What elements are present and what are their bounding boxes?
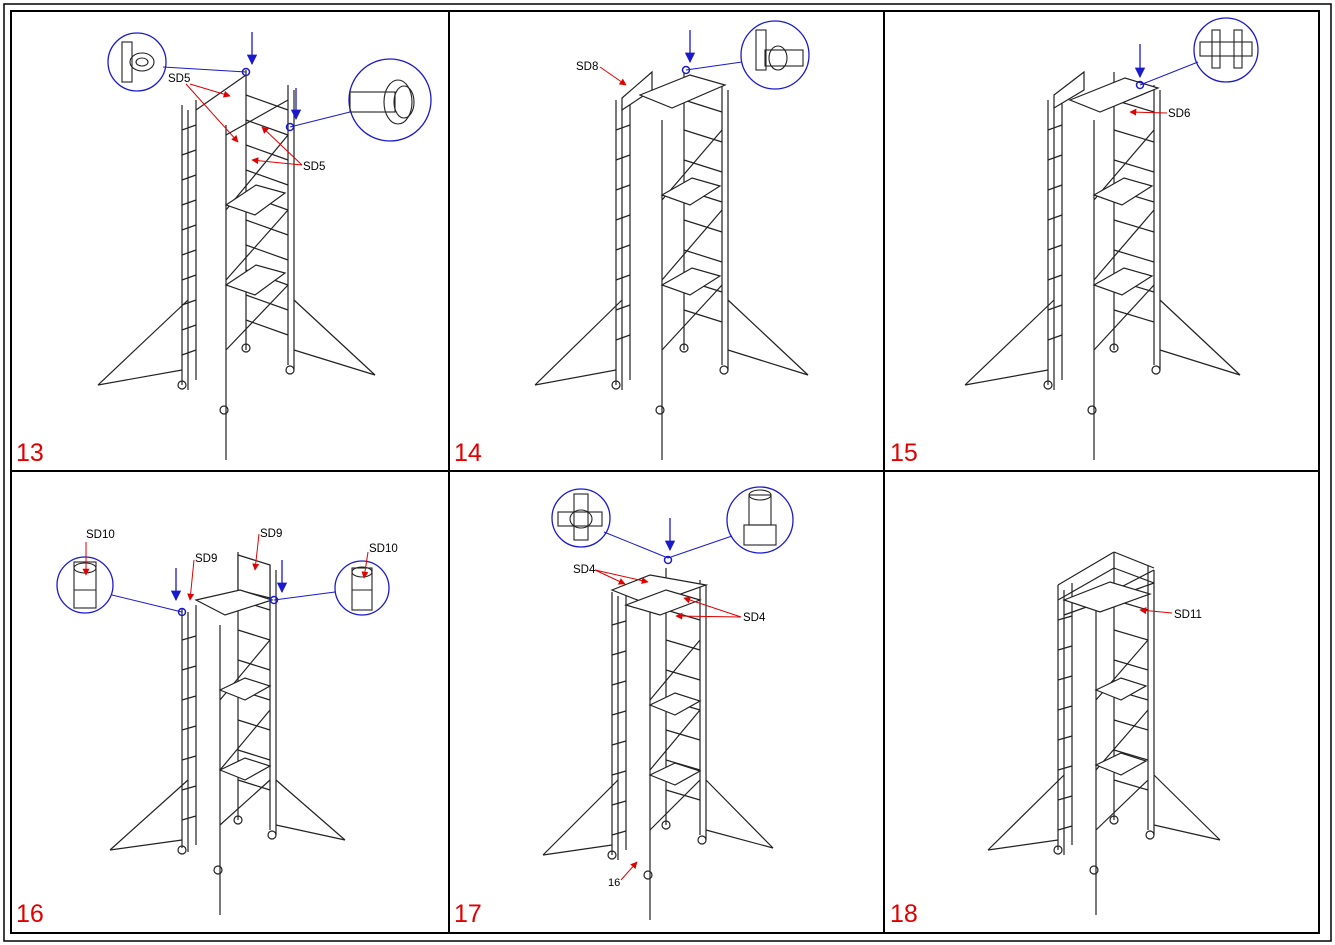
callout-label: SD5 (303, 161, 325, 173)
detail-magnifier-icon (107, 32, 167, 92)
leader-arrow-icon (361, 551, 369, 579)
detail-magnifier-icon (56, 556, 114, 614)
leader-arrow-icon (599, 66, 627, 86)
step-number: 18 (890, 900, 918, 928)
leader-arrow-icon (261, 126, 303, 166)
callout-label: 16 (608, 877, 620, 889)
leader-arrow-icon (252, 533, 260, 571)
callout-label: SD9 (195, 553, 217, 565)
detail-magnifier-icon (551, 488, 611, 548)
callout-label: SD6 (1168, 108, 1190, 120)
leader-arrow-icon (185, 83, 239, 143)
leader-arrow-icon (675, 612, 742, 620)
callout-label: SD5 (168, 73, 190, 85)
outer-frame (3, 3, 1332, 942)
step-number: 16 (16, 900, 44, 928)
panel-14: SD8 14 (454, 20, 810, 467)
callout-label: SD4 (743, 612, 766, 624)
detail-magnifier-icon (740, 20, 810, 90)
joint-detail-icon (755, 29, 804, 71)
joint-detail-icon (743, 489, 777, 546)
callout-label: SD10 (369, 543, 398, 555)
detail-magnifier-icon (1193, 17, 1259, 83)
detail-magnifier-icon (348, 58, 432, 142)
callout-label: SD10 (86, 529, 115, 541)
joint-detail-icon (349, 79, 415, 125)
leader-arrow-icon (594, 569, 649, 585)
callout-label: SD9 (260, 528, 282, 540)
detail-magnifier-icon (334, 560, 390, 616)
callout-label: SD4 (573, 564, 596, 576)
detail-magnifier-icon (726, 486, 794, 554)
joint-detail-icon (121, 41, 155, 83)
tower-drawing-icon (534, 70, 809, 460)
panel-13: SD5 SD5 13 (16, 32, 432, 467)
joint-detail-icon (1199, 29, 1253, 69)
panel-17: SD4 SD4 16 17 (454, 486, 794, 928)
callout-label: SD8 (576, 61, 598, 73)
tower-drawing-icon (542, 568, 774, 920)
callout-label: SD11 (1174, 609, 1202, 621)
leader-arrow-icon (187, 559, 195, 601)
step-number: 13 (16, 439, 44, 467)
leader-arrow-icon (189, 83, 231, 98)
leader-arrow-icon (1139, 607, 1173, 615)
tower-drawing-icon (97, 70, 376, 460)
tower-drawing-icon (964, 70, 1241, 460)
step-number: 14 (454, 439, 482, 467)
panel-16: SD10 SD9 SD9 SD10 16 (16, 528, 398, 928)
leader-arrow-icon (683, 596, 742, 618)
tower-drawing-icon (109, 552, 346, 915)
panel-15: SD6 15 (890, 17, 1259, 467)
step-number: 15 (890, 439, 918, 467)
leader-arrow-icon (594, 569, 626, 585)
step-number: 17 (454, 900, 482, 928)
leader-arrow-icon (251, 157, 303, 166)
panel-18: SD11 18 (890, 551, 1221, 928)
tower-drawing-icon (987, 551, 1221, 915)
leader-arrow-icon (1129, 108, 1168, 116)
joint-detail-icon (557, 493, 603, 541)
leader-arrow-icon (620, 861, 638, 881)
